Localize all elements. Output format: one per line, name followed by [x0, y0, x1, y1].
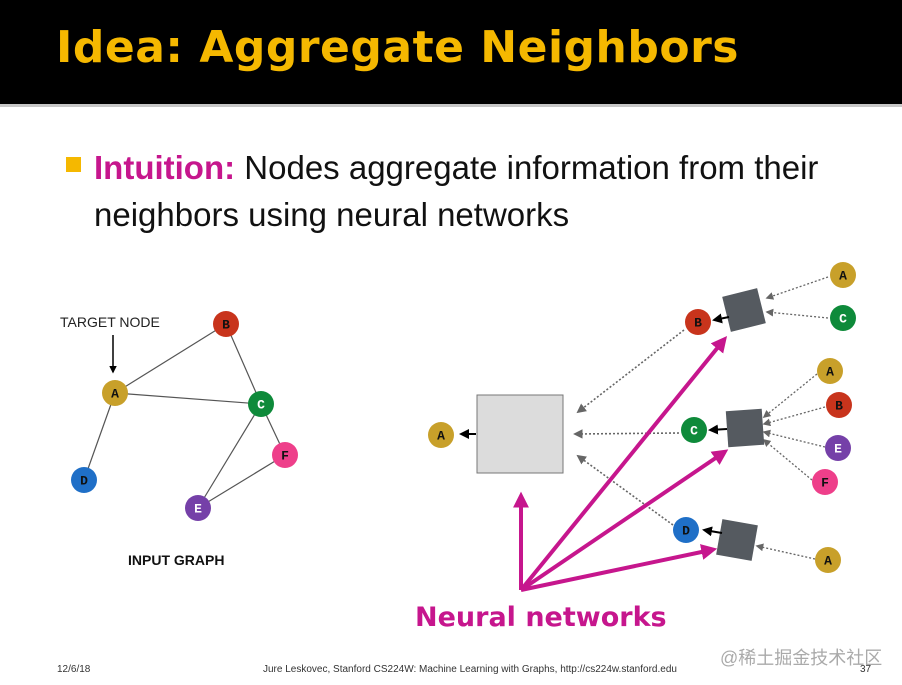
- input-graph: TARGET NODE A B C D E: [60, 311, 298, 568]
- comp-target-node-a: A: [428, 422, 454, 448]
- input-node-c: C: [248, 391, 274, 417]
- edge-b-c: [225, 323, 262, 405]
- comp-l1-node-b-label: B: [694, 316, 702, 331]
- edge-c-e: [197, 403, 262, 509]
- title-divider: [0, 104, 902, 107]
- computation-graph: Neural networks A B C D A: [415, 262, 856, 633]
- title-bar: Idea: Aggregate Neighbors: [0, 0, 902, 104]
- comp-l2-d-node-a: A: [815, 547, 841, 573]
- input-node-b: B: [213, 311, 239, 337]
- comp-l2-b-node-c-label: C: [839, 312, 847, 327]
- level1-arrows: [573, 329, 685, 526]
- neural-networks-label: Neural networks: [415, 602, 667, 633]
- arrow-l1-c-to-big-box: [573, 429, 680, 439]
- edge-e-f: [197, 454, 286, 509]
- input-node-c-label: C: [257, 398, 265, 413]
- comp-l2-c-node-e-label: E: [834, 442, 842, 457]
- edge-a-c: [114, 392, 262, 405]
- arrow-l2-e-to-box-c: [762, 429, 826, 448]
- bullet-text: Intuition: Nodes aggregate information f…: [94, 144, 874, 238]
- arrow-l2-f-to-box-c: [762, 439, 813, 481]
- footer-credit: Jure Leskovec, Stanford CS224W: Machine …: [263, 664, 677, 675]
- input-node-f: F: [272, 442, 298, 468]
- comp-l1-node-d: D: [673, 517, 699, 543]
- arrow-l1-b-to-big-box: [576, 329, 685, 414]
- input-node-e-label: E: [194, 502, 202, 517]
- aggregator-box-main: [476, 394, 564, 474]
- aggregator-box-d: [716, 519, 758, 561]
- comp-l2-b-node-a: A: [830, 262, 856, 288]
- input-node-b-label: B: [222, 318, 230, 333]
- comp-l2-d-node-a-label: A: [824, 554, 832, 569]
- comp-l2-c-node-a-label: A: [826, 365, 834, 380]
- comp-l2-c-node-a: A: [817, 358, 843, 384]
- aggregator-box-b: [722, 288, 766, 332]
- comp-target-node-a-label: A: [437, 429, 445, 444]
- input-node-a-label: A: [111, 387, 119, 402]
- input-node-a: A: [102, 380, 128, 406]
- comp-l2-b-node-a-label: A: [839, 269, 847, 284]
- input-node-d-label: D: [80, 474, 88, 489]
- arrow-l2-a-to-box-b: [765, 276, 829, 300]
- watermark: @稀土掘金技术社区: [720, 648, 883, 668]
- slide-title: Idea: Aggregate Neighbors: [56, 22, 739, 73]
- arrow-l1-d-to-big-box: [576, 454, 674, 526]
- input-node-e: E: [185, 495, 211, 521]
- comp-l2-c-node-f-label: F: [821, 476, 829, 491]
- aggregator-box-c: [725, 408, 765, 448]
- comp-l2-c-node-e: E: [825, 435, 851, 461]
- bullet-keyword: Intuition:: [94, 149, 236, 186]
- edge-a-b: [114, 323, 227, 394]
- comp-l2-c-node-b: B: [826, 392, 852, 418]
- bullet-square-icon: [66, 157, 81, 172]
- arrow-l2-a-to-box-d: [755, 543, 816, 560]
- input-node-d: D: [71, 467, 97, 493]
- edge-a-d: [83, 392, 116, 481]
- comp-l2-b-node-c: C: [830, 305, 856, 331]
- arrow-box-c-to-c: [708, 424, 728, 435]
- comp-l1-node-c-label: C: [690, 424, 698, 439]
- comp-l2-c-node-f: F: [812, 469, 838, 495]
- input-graph-caption: INPUT GRAPH: [128, 552, 224, 568]
- target-node-label: TARGET NODE: [60, 314, 160, 330]
- nn-arrow-to-box-b: [519, 336, 728, 592]
- comp-l2-c-node-b-label: B: [835, 399, 843, 414]
- arrow-box-d-to-d: [702, 526, 723, 537]
- arrow-l2-a-to-box-c: [762, 373, 818, 418]
- input-node-f-label: F: [281, 449, 289, 464]
- neural-network-arrows: [513, 336, 729, 592]
- level2-arrows: [755, 276, 829, 560]
- comp-l1-node-d-label: D: [682, 524, 690, 539]
- arrow-box-b-to-b: [712, 313, 730, 324]
- footer-page-number: 37: [860, 664, 872, 675]
- comp-l1-node-b: B: [685, 309, 711, 335]
- nn-arrow-to-box-d: [520, 544, 718, 592]
- arrow-l2-b-to-box-c: [762, 406, 826, 427]
- bullet-body: Nodes aggregate information from their n…: [94, 149, 819, 233]
- comp-l1-node-c: C: [681, 417, 707, 443]
- nn-arrow-to-box-c: [519, 449, 729, 592]
- input-graph-edges: [83, 323, 286, 509]
- arrow-l2-c-to-box-b: [765, 308, 829, 319]
- footer-date: 12/6/18: [57, 664, 91, 675]
